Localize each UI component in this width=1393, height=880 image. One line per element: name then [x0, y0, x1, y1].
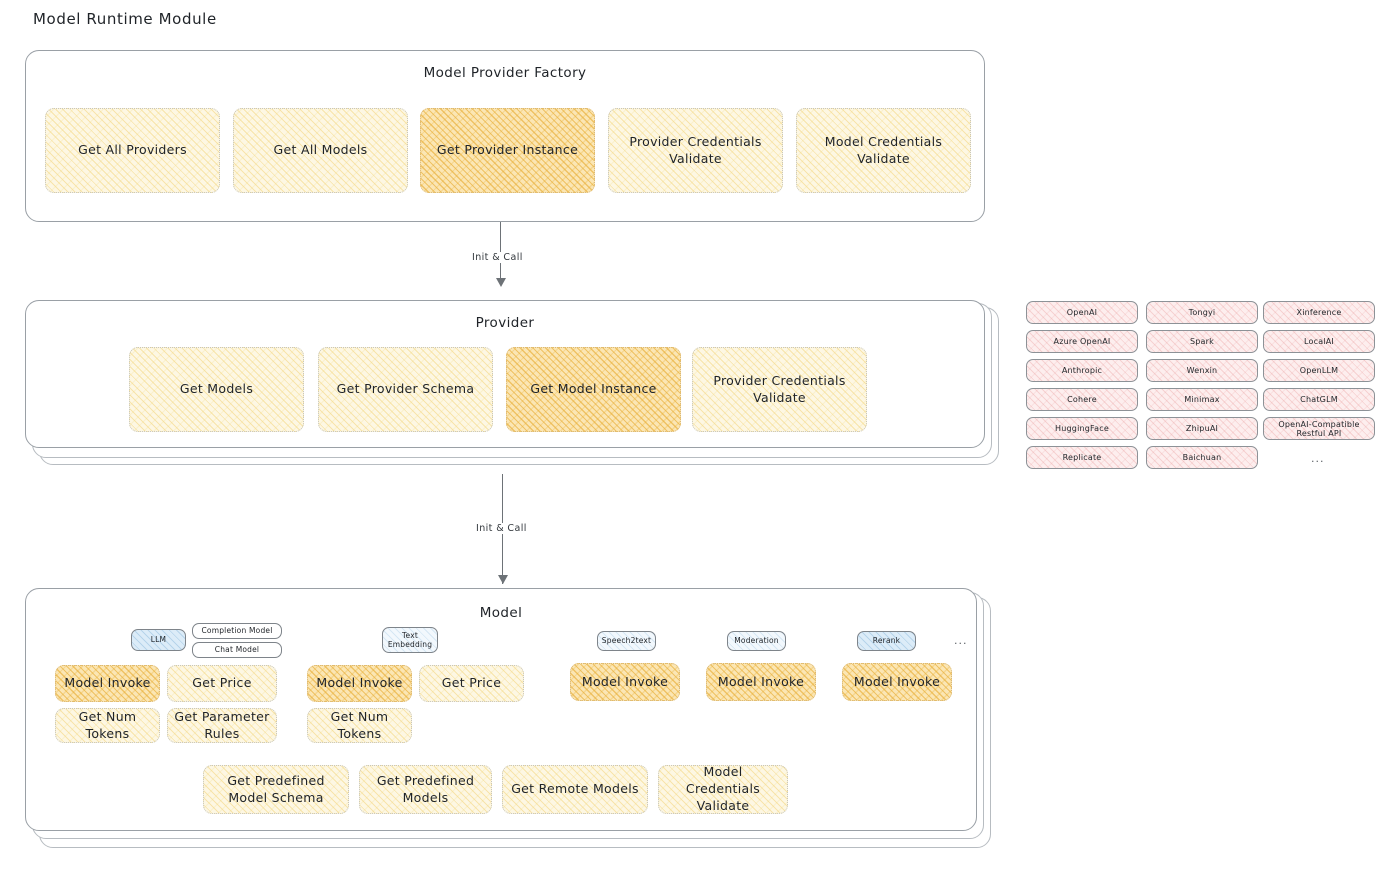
factory-box-model-credentials-validate[interactable]: Model Credentials Validate	[796, 108, 971, 193]
model-common-op-get-predefined-models[interactable]: Get Predefined Models	[359, 765, 492, 814]
model-provider-factory-title: Model Provider Factory	[423, 65, 587, 81]
provider-chip-tongyi[interactable]: Tongyi	[1146, 301, 1258, 324]
provider-chip-zhipuai[interactable]: ZhipuAI	[1146, 417, 1258, 440]
provider-list-more: ...	[1311, 452, 1325, 465]
provider-title: Provider	[475, 315, 535, 331]
provider-chip-localai[interactable]: LocalAI	[1263, 330, 1375, 353]
model-type-badge-moderation[interactable]: Moderation	[727, 631, 786, 651]
model-type-badge-speech2text[interactable]: Speech2text	[597, 631, 656, 651]
provider-panel: Provider Get Models Get Provider Schema …	[25, 300, 985, 448]
provider-chip-openai-compatible-restful-api[interactable]: OpenAI-Compatible Restful API	[1263, 417, 1375, 440]
provider-chip-anthropic[interactable]: Anthropic	[1026, 359, 1138, 382]
model-subtype-badge-completion-model[interactable]: Completion Model	[192, 623, 282, 639]
model-op-text-embedding-get-num-tokens[interactable]: Get Num Tokens	[307, 708, 412, 743]
model-panel: Model LLM Completion Model Chat Model Te…	[25, 588, 977, 831]
provider-chip-huggingface[interactable]: HuggingFace	[1026, 417, 1138, 440]
model-type-badge-text-embedding[interactable]: Text Embedding	[382, 627, 438, 653]
provider-chip-cohere[interactable]: Cohere	[1026, 388, 1138, 411]
provider-chip-spark[interactable]: Spark	[1146, 330, 1258, 353]
model-title: Model	[479, 605, 523, 621]
model-subtype-badge-chat-model[interactable]: Chat Model	[192, 642, 282, 658]
provider-chip-replicate[interactable]: Replicate	[1026, 446, 1138, 469]
model-common-op-get-remote-models[interactable]: Get Remote Models	[502, 765, 648, 814]
model-common-op-get-predefined-model-schema[interactable]: Get Predefined Model Schema	[203, 765, 349, 814]
model-types-more: ...	[954, 634, 968, 647]
model-op-llm-get-parameter-rules[interactable]: Get Parameter Rules	[167, 708, 277, 743]
provider-chip-openai[interactable]: OpenAI	[1026, 301, 1138, 324]
provider-chip-chatglm[interactable]: ChatGLM	[1263, 388, 1375, 411]
provider-chip-wenxin[interactable]: Wenxin	[1146, 359, 1258, 382]
factory-box-get-all-models[interactable]: Get All Models	[233, 108, 408, 193]
provider-box-provider-credentials-validate[interactable]: Provider Credentials Validate	[692, 347, 867, 432]
model-op-moderation-model-invoke[interactable]: Model Invoke	[706, 663, 816, 701]
model-type-badge-llm[interactable]: LLM	[131, 629, 186, 651]
model-op-text-embedding-model-invoke[interactable]: Model Invoke	[307, 665, 412, 702]
page-title: Model Runtime Module	[33, 10, 217, 28]
factory-box-get-provider-instance[interactable]: Get Provider Instance	[420, 108, 595, 193]
model-op-rerank-model-invoke[interactable]: Model Invoke	[842, 663, 952, 701]
model-op-llm-get-price[interactable]: Get Price	[167, 665, 277, 702]
model-op-llm-get-num-tokens[interactable]: Get Num Tokens	[55, 708, 160, 743]
arrow-provider-to-model-head	[498, 575, 508, 584]
provider-chip-minimax[interactable]: Minimax	[1146, 388, 1258, 411]
arrow-provider-to-model-label: Init & Call	[472, 523, 531, 534]
provider-chip-xinference[interactable]: Xinference	[1263, 301, 1375, 324]
provider-chip-baichuan[interactable]: Baichuan	[1146, 446, 1258, 469]
model-op-text-embedding-get-price[interactable]: Get Price	[419, 665, 524, 702]
model-op-speech2text-model-invoke[interactable]: Model Invoke	[570, 663, 680, 701]
model-type-badge-rerank[interactable]: Rerank	[857, 631, 916, 651]
model-provider-factory-panel: Model Provider Factory Get All Providers…	[25, 50, 985, 222]
arrow-factory-to-provider-label: Init & Call	[468, 252, 527, 263]
factory-box-get-all-providers[interactable]: Get All Providers	[45, 108, 220, 193]
factory-box-provider-credentials-validate[interactable]: Provider Credentials Validate	[608, 108, 783, 193]
provider-box-get-provider-schema[interactable]: Get Provider Schema	[318, 347, 493, 432]
model-common-op-model-credentials-validate[interactable]: Model Credentials Validate	[658, 764, 788, 814]
provider-chip-openllm[interactable]: OpenLLM	[1263, 359, 1375, 382]
arrow-factory-to-provider-line	[500, 222, 502, 280]
provider-box-get-models[interactable]: Get Models	[129, 347, 304, 432]
provider-box-get-model-instance[interactable]: Get Model Instance	[506, 347, 681, 432]
model-op-llm-model-invoke[interactable]: Model Invoke	[55, 665, 160, 702]
arrow-factory-to-provider-head	[496, 278, 506, 287]
provider-chip-azure-openai[interactable]: Azure OpenAI	[1026, 330, 1138, 353]
